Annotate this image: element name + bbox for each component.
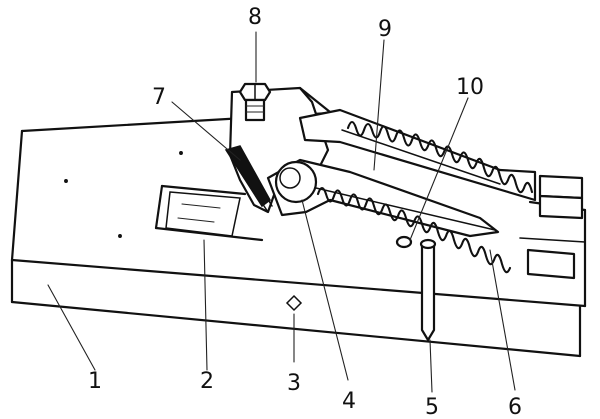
label-1: 1	[88, 369, 102, 394]
leader-lines	[47, 31, 516, 393]
label-3: 3	[287, 371, 301, 396]
spring-anchors	[519, 174, 586, 280]
slot-recess	[154, 184, 264, 242]
vertical-pin	[395, 235, 437, 342]
bolt	[238, 82, 272, 122]
lower-spring	[316, 186, 512, 274]
label-7: 7	[152, 85, 166, 110]
label-10: 10	[456, 75, 484, 100]
surface-dots	[64, 151, 183, 238]
upper-spring	[346, 120, 534, 194]
label-9: 9	[378, 17, 392, 42]
label-2: 2	[200, 369, 214, 394]
label-6: 6	[508, 395, 522, 419]
guide-rail	[298, 108, 537, 202]
lever-arm	[266, 158, 500, 238]
label-5: 5	[425, 395, 439, 419]
part-labels: 1 2 3 4 5 6 7 8 9 10	[88, 5, 522, 419]
label-8: 8	[248, 5, 262, 30]
label-4: 4	[342, 389, 356, 414]
marker-3	[285, 294, 303, 312]
